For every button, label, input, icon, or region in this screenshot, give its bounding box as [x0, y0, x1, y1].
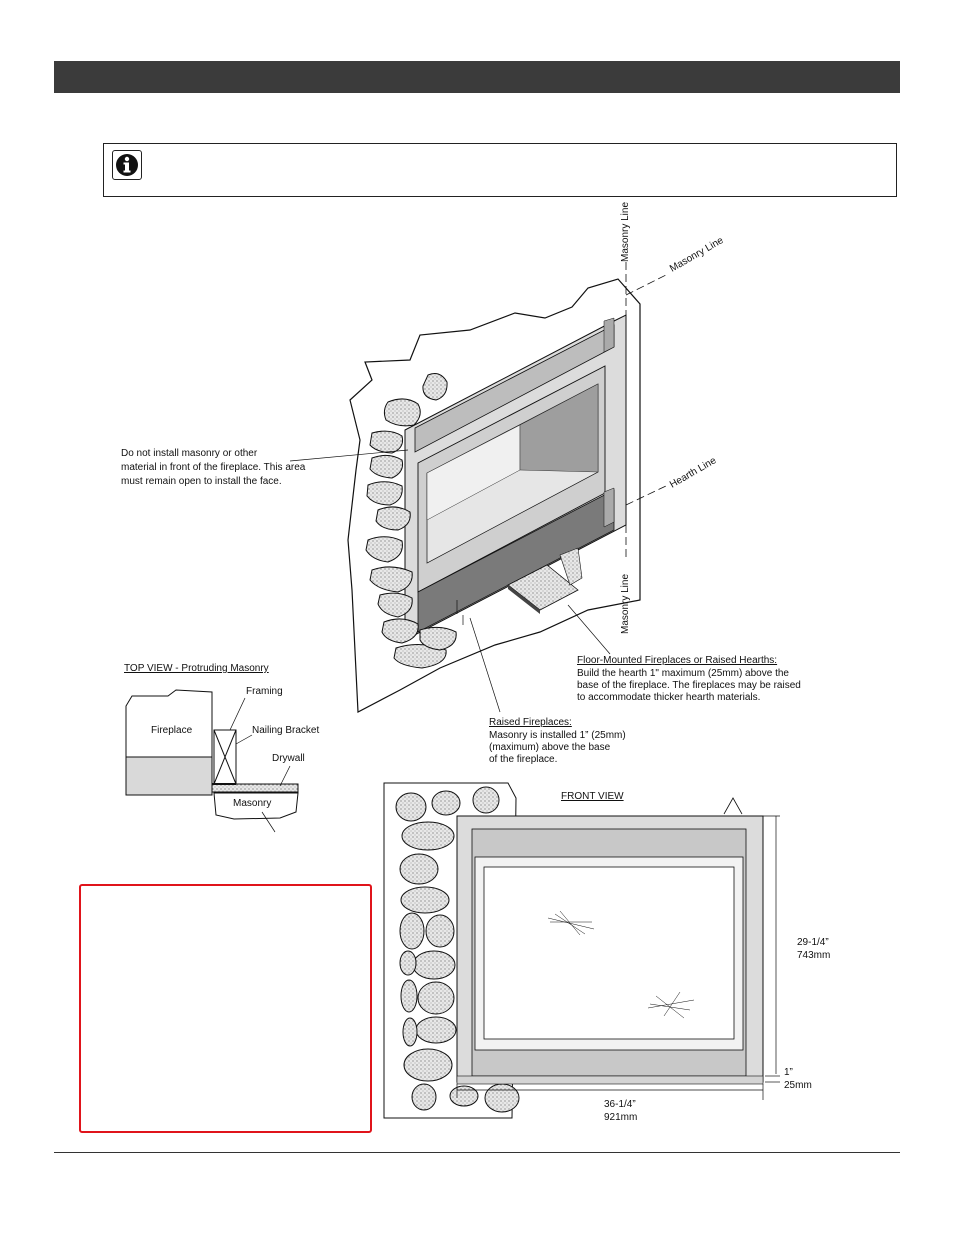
raised-fireplaces-line3: of the fireplace. — [489, 754, 558, 765]
front-view-title: FRONT VIEW — [561, 791, 624, 802]
floor-mounted-line1: Build the hearth 1" maximum (25mm) above… — [577, 668, 789, 679]
floor-mounted-title: Floor-Mounted Fireplaces or Raised Heart… — [577, 655, 778, 666]
raised-fireplaces-title: Raised Fireplaces: — [489, 717, 572, 728]
masonry-line-diagonal-label: Masonry Line — [668, 235, 726, 275]
floor-mounted-line2: base of the fireplace. The fireplaces ma… — [577, 680, 801, 691]
warning-box — [79, 884, 372, 1133]
framing-label: Framing — [246, 686, 283, 697]
height-inches: 29-1/4” — [797, 937, 829, 948]
front-clearance-note-line3: must remain open to install the face. — [121, 476, 282, 487]
drywall-label: Drywall — [272, 753, 305, 764]
main-isometric-drawing — [289, 262, 669, 713]
masonry-label: Masonry — [233, 798, 272, 809]
floor-mounted-line3: to accommodate thicker hearth materials. — [577, 692, 761, 703]
front-clearance-note-line2: material in front of the fireplace. This… — [121, 462, 306, 473]
top-view-drawing — [125, 689, 299, 833]
height-mm: 743mm — [797, 950, 831, 961]
gap-mm: 25mm — [784, 1080, 812, 1091]
raised-fireplaces-line1: Masonry is installed 1” (25mm) — [489, 730, 626, 741]
masonry-line-bottom-label: Masonry Line — [620, 574, 631, 634]
width-inches: 36-1/4” — [604, 1099, 636, 1110]
info-icon — [112, 150, 142, 180]
info-note-box — [103, 143, 897, 197]
top-view-title: TOP VIEW - Protruding Masonry — [124, 663, 269, 674]
masonry-line-top-label: Masonry Line — [620, 202, 631, 262]
width-mm: 921mm — [604, 1112, 638, 1123]
gap-inches: 1” — [784, 1067, 793, 1078]
fireplace-label: Fireplace — [151, 725, 193, 736]
section-header-bar — [54, 61, 900, 93]
nailing-bracket-label: Nailing Bracket — [252, 725, 320, 736]
front-stone-column — [395, 786, 520, 1113]
hearth-line-label: Hearth Line — [668, 455, 719, 491]
footer-rule — [54, 1152, 900, 1153]
front-clearance-note-line1: Do not install masonry or other — [121, 448, 258, 459]
stone-column — [365, 373, 457, 669]
raised-fireplaces-line2: (maximum) above the base — [489, 742, 611, 753]
front-view-drawing — [383, 782, 780, 1119]
